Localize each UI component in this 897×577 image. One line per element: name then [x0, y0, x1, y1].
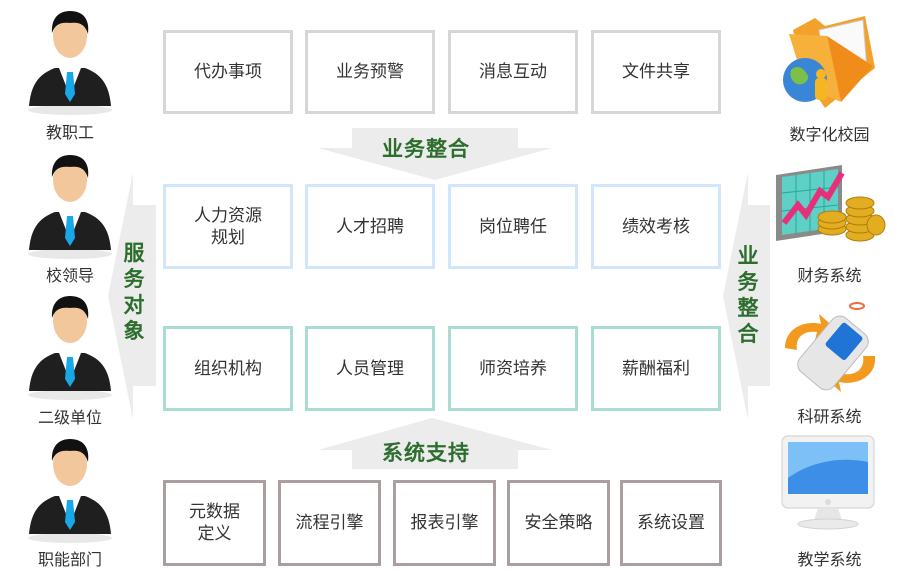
- mobile-sync-icon: [785, 302, 876, 392]
- system-support-label: 系统支持: [382, 441, 470, 465]
- folder-globe-icon: [783, 16, 875, 108]
- system-label-finance: 财务系统: [797, 266, 862, 285]
- module-messaging[interactable]: 消息互动: [448, 30, 578, 114]
- person-leadership: [25, 150, 115, 260]
- module-personnel[interactable]: 人员管理: [305, 326, 435, 411]
- person-secondary-unit: [25, 291, 115, 401]
- down-arrow-shape: [318, 128, 552, 180]
- module-metadata[interactable]: 元数据 定义: [163, 480, 266, 566]
- module-organization[interactable]: 组织机构: [163, 326, 293, 411]
- module-faculty-training[interactable]: 师资培养: [448, 326, 578, 411]
- module-security-policy[interactable]: 安全策略: [507, 480, 610, 566]
- module-compensation[interactable]: 薪酬福利: [591, 326, 721, 411]
- person-label-leadership: 校领导: [45, 266, 94, 285]
- left-arrow-shape-service: [108, 172, 156, 420]
- module-file-sharing[interactable]: 文件共享: [591, 30, 721, 114]
- person-label-functional-dept: 职能部门: [37, 550, 102, 569]
- finance-chart-coins-icon: [776, 165, 886, 242]
- module-system-settings[interactable]: 系统设置: [620, 480, 722, 566]
- person-functional-dept: [25, 434, 115, 544]
- up-arrow-shape: [318, 418, 552, 469]
- module-report-engine[interactable]: 报表引擎: [393, 480, 496, 566]
- module-business-alert[interactable]: 业务预警: [305, 30, 435, 114]
- monitor-icon: [781, 435, 875, 530]
- person-icon: [28, 439, 112, 543]
- person-label-staff: 教职工: [45, 123, 94, 142]
- system-label-teaching: 教学系统: [797, 550, 862, 569]
- person-staff: [25, 6, 115, 116]
- system-label-digital-campus: 数字化校园: [789, 125, 870, 144]
- module-todo[interactable]: 代办事项: [163, 30, 293, 114]
- right-integration-label: 业务整合: [737, 244, 759, 346]
- module-appointment[interactable]: 岗位聘任: [448, 184, 578, 269]
- system-label-research: 科研系统: [797, 407, 862, 426]
- person-icon: [28, 296, 112, 400]
- module-recruitment[interactable]: 人才招聘: [305, 184, 435, 269]
- module-hr-planning[interactable]: 人力资源 规划: [163, 184, 293, 269]
- person-icon: [28, 11, 112, 115]
- business-integration-label: 业务整合: [382, 137, 470, 161]
- person-label-secondary-unit: 二级单位: [37, 408, 102, 427]
- module-performance[interactable]: 绩效考核: [591, 184, 721, 269]
- person-icon: [28, 155, 112, 259]
- module-workflow-engine[interactable]: 流程引擎: [278, 480, 381, 566]
- service-targets-label: 服务对象: [123, 241, 145, 343]
- left-arrow-shape-integration: [723, 172, 770, 420]
